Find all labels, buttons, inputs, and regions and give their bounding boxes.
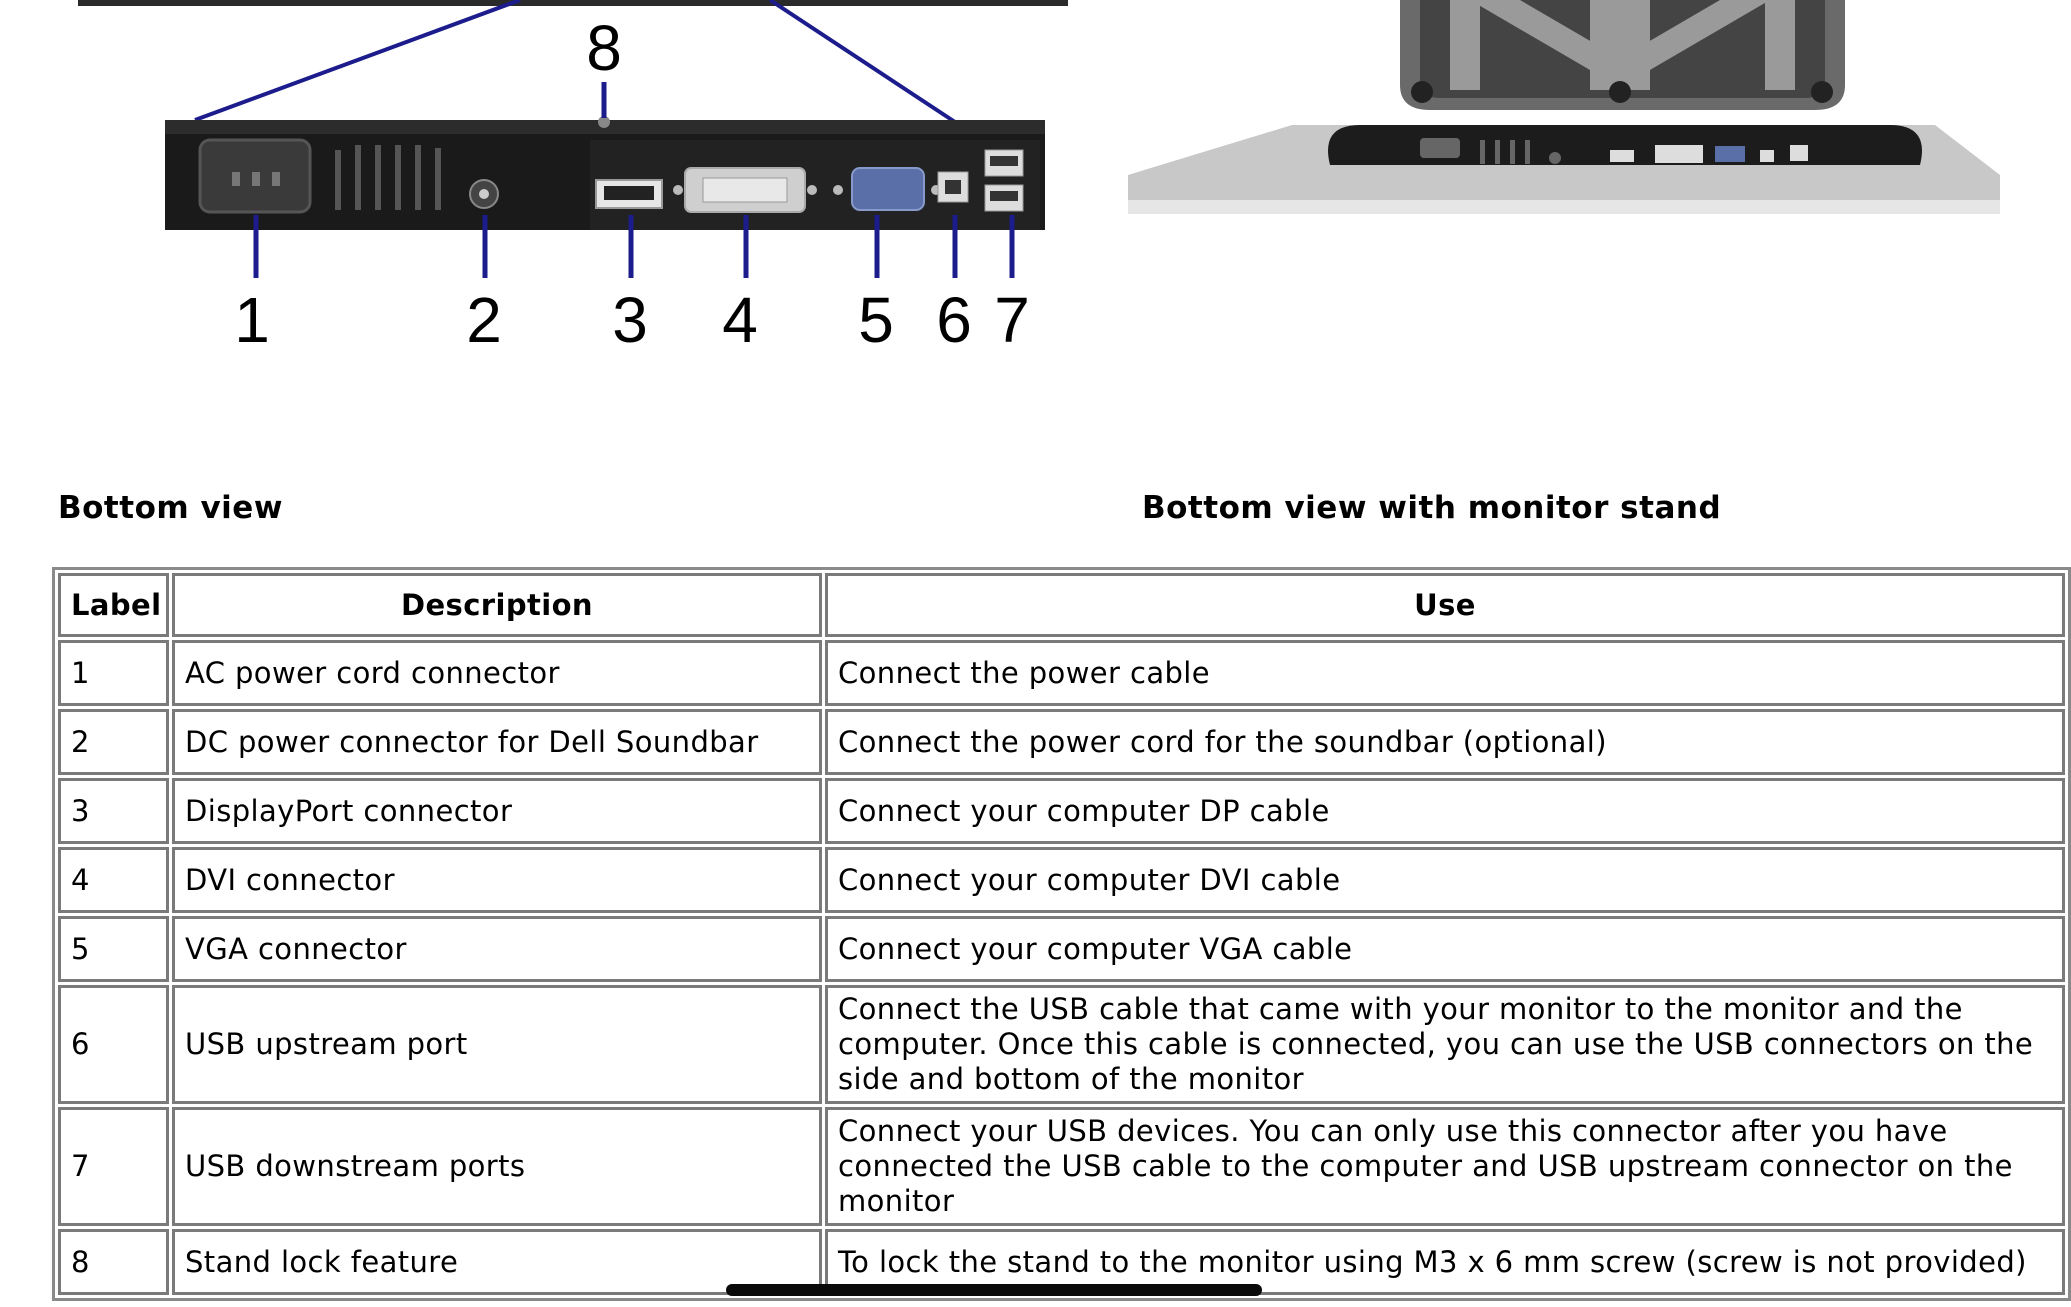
cell-label: 5 <box>58 916 169 982</box>
cell-label: 4 <box>58 847 169 913</box>
cell-label: 6 <box>58 985 169 1104</box>
cell-label: 8 <box>58 1229 169 1295</box>
cell-label: 2 <box>58 709 169 775</box>
monitor-with-stand-illustration <box>1128 0 2000 214</box>
cell-label: 1 <box>58 640 169 706</box>
cell-description: USB downstream ports <box>172 1107 822 1226</box>
connector-table: Label Description Use 1 AC power cord co… <box>52 567 2071 1301</box>
table-row: 2 DC power connector for Dell Soundbar C… <box>58 709 2065 775</box>
table-row: 5 VGA connector Connect your computer VG… <box>58 916 2065 982</box>
cell-description: AC power cord connector <box>172 640 822 706</box>
cell-use: Connect your USB devices. You can only u… <box>825 1107 2065 1226</box>
callout-lines <box>253 82 1015 278</box>
zoom-line-left <box>194 0 521 122</box>
monitor-edge <box>78 0 1068 6</box>
table-row: 6 USB upstream port Connect the USB cabl… <box>58 985 2065 1104</box>
cell-description: DisplayPort connector <box>172 778 822 844</box>
table-row: 4 DVI connector Connect your computer DV… <box>58 847 2065 913</box>
cell-description: DVI connector <box>172 847 822 913</box>
callout-1: 1 <box>234 284 270 356</box>
cell-label: 7 <box>58 1107 169 1226</box>
header-use: Use <box>825 573 2065 637</box>
cell-label: 3 <box>58 778 169 844</box>
callout-8: 8 <box>586 12 622 84</box>
cell-use: To lock the stand to the monitor using M… <box>825 1229 2065 1295</box>
callout-2: 2 <box>466 284 502 356</box>
callout-3: 3 <box>612 284 648 356</box>
callout-numbers: 1 2 3 4 5 6 7 8 <box>234 12 1030 356</box>
caption-bottom-view: Bottom view <box>58 490 283 526</box>
cell-use: Connect your computer DP cable <box>825 778 2065 844</box>
cell-use: Connect your computer DVI cable <box>825 847 2065 913</box>
cell-description: DC power connector for Dell Soundbar <box>172 709 822 775</box>
caption-bottom-view-with-stand: Bottom view with monitor stand <box>1142 490 1722 526</box>
callout-4: 4 <box>722 284 758 356</box>
cell-use: Connect the power cord for the soundbar … <box>825 709 2065 775</box>
vent-shapes <box>335 145 441 210</box>
connector-diagram: 1 2 3 4 5 6 7 8 <box>78 0 2000 356</box>
connector-panel-closeup <box>165 116 1045 230</box>
cell-use: Connect the USB cable that came with you… <box>825 985 2065 1104</box>
table-header-row: Label Description Use <box>58 573 2065 637</box>
table-row: 8 Stand lock feature To lock the stand t… <box>58 1229 2065 1295</box>
zoom-line-right <box>768 0 957 124</box>
callout-6: 6 <box>936 284 972 356</box>
table-row: 1 AC power cord connector Connect the po… <box>58 640 2065 706</box>
cell-description: USB upstream port <box>172 985 822 1104</box>
callout-5: 5 <box>858 284 894 356</box>
header-label: Label <box>58 573 169 637</box>
home-indicator-bar[interactable] <box>726 1284 1262 1296</box>
cell-description: Stand lock feature <box>172 1229 822 1295</box>
callout-7: 7 <box>994 284 1030 356</box>
vga-shape <box>851 167 925 211</box>
stand-lock-shape <box>598 116 610 128</box>
table-row: 7 USB downstream ports Connect your USB … <box>58 1107 2065 1226</box>
cell-use: Connect the power cable <box>825 640 2065 706</box>
table-row: 3 DisplayPort connector Connect your com… <box>58 778 2065 844</box>
cell-use: Connect your computer VGA cable <box>825 916 2065 982</box>
header-description: Description <box>172 573 822 637</box>
cell-description: VGA connector <box>172 916 822 982</box>
